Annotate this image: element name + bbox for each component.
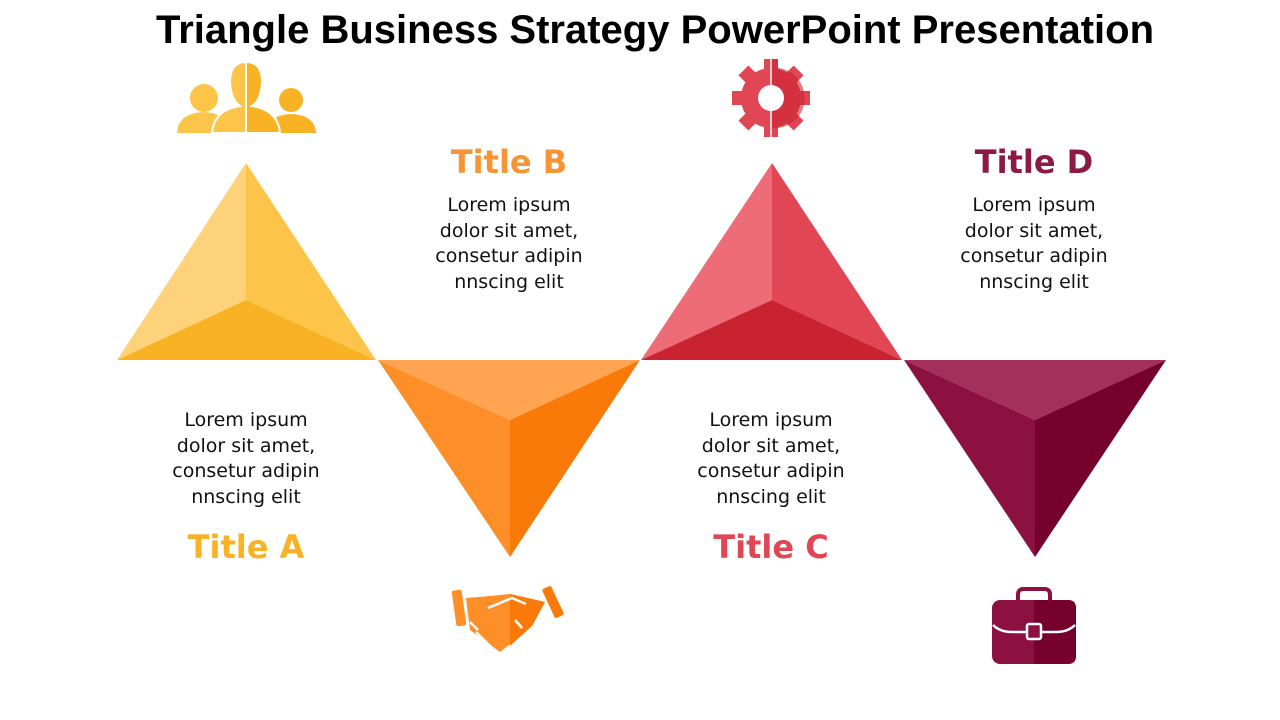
slide-title: Triangle Business Strategy PowerPoint Pr… xyxy=(155,8,1155,52)
body-line: nnscing elit xyxy=(454,270,564,293)
title-a: Title A xyxy=(187,528,305,566)
body-line: Lorem ipsum xyxy=(184,409,308,431)
body-line: dolor sit amet, xyxy=(176,434,316,457)
body-line: nnscing elit xyxy=(716,485,826,508)
body-d: Lorem ipsum dolor sit amet, consetur adi… xyxy=(904,193,1164,295)
body-line: consetur adipin xyxy=(172,460,320,482)
triangle-a xyxy=(117,163,376,360)
body-line: consetur adipin xyxy=(960,245,1108,267)
block-a: Lorem ipsum dolor sit amet, consetur adi… xyxy=(116,408,376,567)
title-b: Title B xyxy=(450,143,568,181)
triangle-d xyxy=(904,360,1166,557)
body-line: nnscing elit xyxy=(191,485,301,508)
body-line: consetur adipin xyxy=(435,245,583,267)
body-a: Lorem ipsum dolor sit amet, consetur adi… xyxy=(116,408,376,510)
body-line: Lorem ipsum xyxy=(447,194,571,216)
people-icon xyxy=(177,60,316,134)
body-line: dolor sit amet, xyxy=(701,434,841,457)
triangle-c xyxy=(641,163,902,360)
body-b: Lorem ipsum dolor sit amet, consetur adi… xyxy=(379,193,639,295)
block-d: Title D Lorem ipsum dolor sit amet, cons… xyxy=(904,142,1164,295)
body-line: nnscing elit xyxy=(979,270,1089,293)
gear-icon xyxy=(732,58,810,138)
body-line: dolor sit amet, xyxy=(439,219,579,242)
title-d: Title D xyxy=(974,143,1094,181)
body-line: dolor sit amet, xyxy=(964,219,1104,242)
block-c: Lorem ipsum dolor sit amet, consetur adi… xyxy=(641,408,901,567)
triangle-b xyxy=(378,360,640,557)
block-b: Title B Lorem ipsum dolor sit amet, cons… xyxy=(379,142,639,295)
title-c: Title C xyxy=(713,528,829,566)
handshake-icon xyxy=(451,586,564,652)
briefcase-icon xyxy=(992,587,1076,664)
body-line: Lorem ipsum xyxy=(972,194,1096,216)
body-line: Lorem ipsum xyxy=(709,409,833,431)
body-line: consetur adipin xyxy=(697,460,845,482)
body-c: Lorem ipsum dolor sit amet, consetur adi… xyxy=(641,408,901,510)
